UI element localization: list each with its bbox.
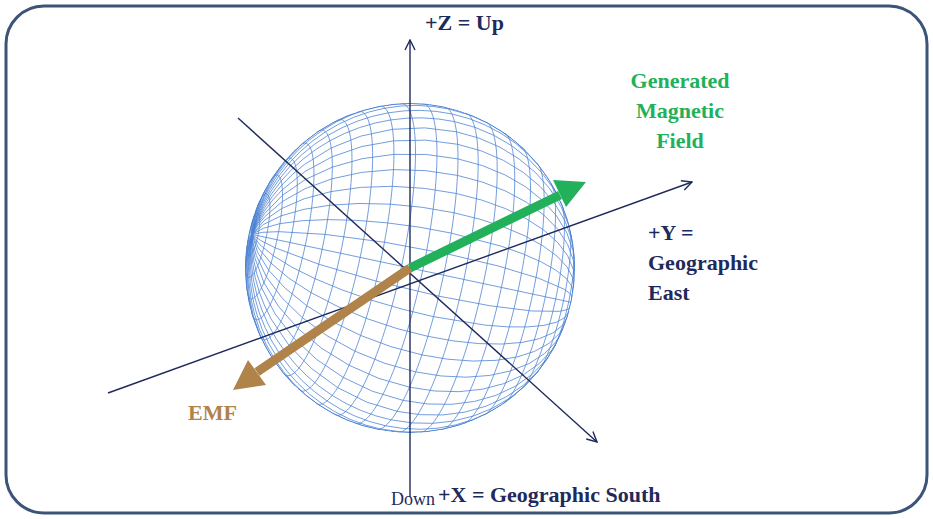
y-axis bbox=[108, 182, 692, 393]
axis-label: +Z = Up bbox=[425, 8, 585, 38]
axis-label: +X = Geographic South bbox=[438, 480, 758, 510]
field-arrow bbox=[410, 180, 586, 268]
field-arrow-shaft bbox=[410, 195, 560, 268]
field-arrow-head bbox=[553, 180, 586, 207]
vector-label: Generated Magnetic Field bbox=[610, 66, 750, 156]
emf-arrow bbox=[233, 268, 410, 390]
x-axis bbox=[238, 118, 597, 442]
axes bbox=[108, 40, 692, 497]
emf-arrow-shaft bbox=[257, 268, 410, 372]
emf-arrow-head bbox=[233, 360, 266, 390]
vector-label: EMF bbox=[188, 398, 268, 428]
frame bbox=[6, 6, 927, 513]
axis-label: +Y = Geographic East bbox=[648, 218, 798, 308]
